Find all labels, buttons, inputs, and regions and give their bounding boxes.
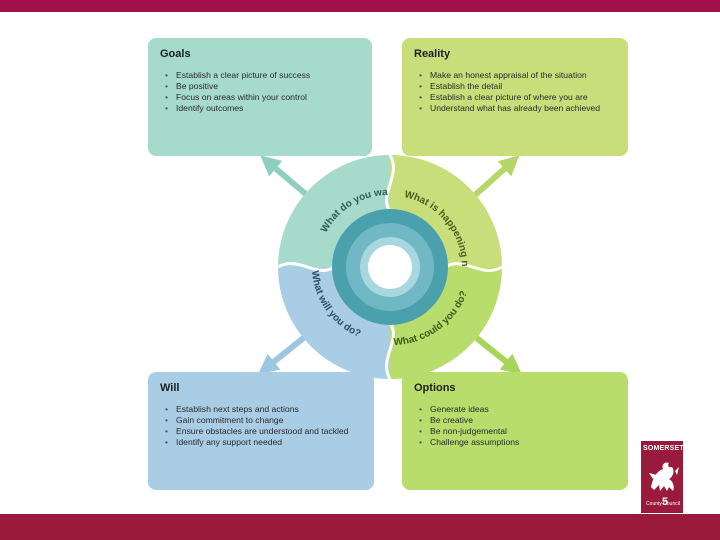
goals-list: Establish a clear picture of success Be … [160,70,360,114]
bottom-accent-bar [0,514,720,540]
list-item: Identify any support needed [160,437,362,448]
list-item: Establish a clear picture of where you a… [414,92,616,103]
list-item: Be non-judgemental [414,426,616,437]
list-item: Establish the detail [414,81,616,92]
reality-box: Reality Make an honest appraisal of the … [402,38,628,156]
list-item: Ensure obstacles are understood and tack… [160,426,362,437]
goals-box: Goals Establish a clear picture of succe… [148,38,372,156]
list-item: Understand what has already been achieve… [414,103,616,114]
arrow-to-goals [260,155,310,199]
dragon-icon [649,462,679,491]
arrow-to-reality [471,155,520,199]
list-item: Generate ideas [414,404,616,415]
council-logo: SOMERSET County Council [640,440,684,514]
list-item: Focus on areas within your control [160,92,360,103]
wheel-center [368,245,412,289]
wheel-divider [278,155,502,379]
arrow-to-options [472,333,522,375]
logo-bottom-text: County Council [646,501,680,507]
list-item: Establish a clear picture of success [160,70,360,81]
will-box: Will Establish next steps and actions Ga… [148,372,374,490]
will-list: Establish next steps and actions Gain co… [160,404,362,448]
reality-list: Make an honest appraisal of the situatio… [414,70,616,114]
slide-number: 5 [662,496,669,508]
options-list: Generate ideas Be creative Be non-judgem… [414,404,616,448]
logo-top-text: SOMERSET [643,445,684,452]
list-item: Make an honest appraisal of the situatio… [414,70,616,81]
grow-wheel: What do you want to achieve? What is hap… [278,155,502,379]
list-item: Be positive [160,81,360,92]
top-accent-bar [0,0,720,12]
list-item: Challenge assumptions [414,437,616,448]
options-box: Options Generate ideas Be creative Be no… [402,372,628,490]
list-item: Gain commitment to change [160,415,362,426]
arrow-to-will [258,333,308,375]
will-title: Will [160,382,180,394]
reality-title: Reality [414,48,451,60]
list-item: Be creative [414,415,616,426]
list-item: Identify outcomes [160,103,360,114]
list-item: Establish next steps and actions [160,404,362,415]
options-title: Options [414,382,456,394]
goals-title: Goals [160,48,191,60]
